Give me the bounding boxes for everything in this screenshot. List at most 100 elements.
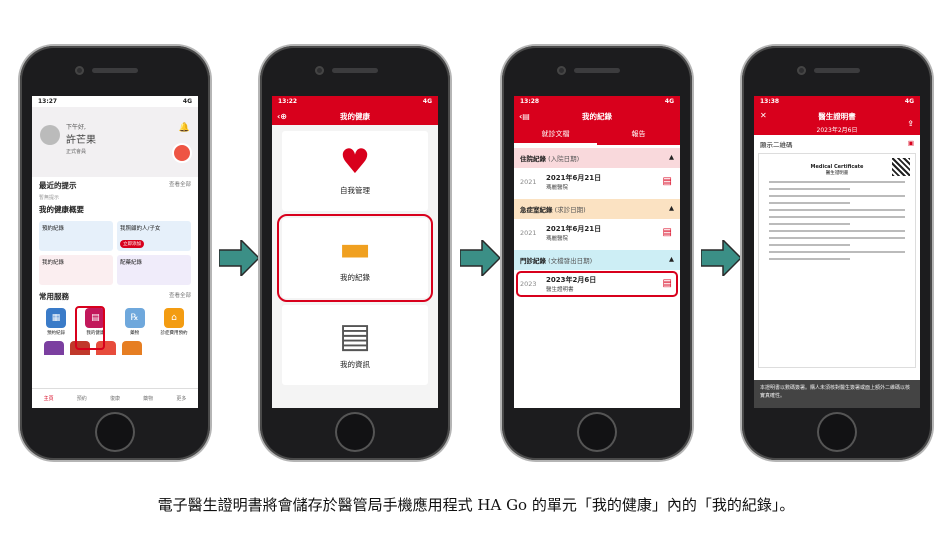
group-emergency: 急症室紀錄 (求診日期) ▲ 2021 2021年6月21日瑪麗醫院 ▤ — [514, 199, 680, 247]
doctor-avatar-icon[interactable] — [172, 143, 192, 163]
text-line — [769, 244, 851, 246]
card-my-records[interactable]: ▬ 我的紀錄 — [277, 214, 433, 302]
caption: 電子醫生證明書將會儲存於醫管局手機應用程式 HA Go 的單元「我的健康」內的「… — [157, 496, 795, 514]
list-item[interactable]: 2021 2021年6月21日瑪麗醫院 ▤ — [514, 168, 680, 196]
qr-code-icon[interactable]: ▣ — [907, 139, 914, 147]
list-item[interactable]: 2023 2023年2月6日醫生證明書 ▤ — [514, 270, 680, 298]
tab-rehab[interactable]: 復康 — [109, 396, 120, 402]
recent-title: 最近的提示 — [39, 181, 77, 190]
close-icon[interactable]: ✕ — [760, 111, 767, 120]
health-cards: 預約紀錄 我照顧的人/子女立即添加 我的紀錄 配藥紀錄 — [32, 218, 198, 288]
record-tabs: 就診文檔 報告 — [514, 125, 680, 145]
card-self-management[interactable]: ♥ 自我管理 — [282, 131, 428, 211]
home-screen: 13:27 4G 下午好, 許芒果 正式會員 🔔 最近的提示 查看全部 暫無提示… — [32, 96, 198, 408]
bell-icon[interactable]: 🔔 — [178, 123, 190, 133]
status-signal: 4G — [664, 98, 674, 105]
services-more-link[interactable]: 查看全部 — [168, 293, 191, 299]
greeting: 下午好, — [66, 124, 86, 131]
collapse-icon[interactable]: ▲ — [669, 255, 674, 263]
recent-empty: 暫無提示 — [39, 195, 60, 201]
card-label: 我的資訊 — [340, 360, 370, 369]
record-date: 2023年2月6日 — [546, 276, 597, 284]
phone-camera — [315, 66, 324, 75]
page-subtitle: 2023年2月6日 — [816, 127, 858, 134]
avatar[interactable] — [40, 125, 60, 145]
collapse-icon[interactable]: ▲ — [669, 204, 674, 212]
tab-reports[interactable]: 報告 — [631, 130, 646, 138]
phone-speaker — [814, 68, 860, 73]
back-icon[interactable]: ‹⊕ — [277, 111, 287, 121]
card-label: 預約紀錄 — [42, 226, 65, 232]
tab-appointments[interactable]: 預約 — [76, 396, 87, 402]
card-my-records[interactable]: 我的紀錄 — [39, 255, 113, 285]
nav-header: ‹⊕ 我的健康 — [272, 107, 438, 125]
service-label: 預約紀錄 — [47, 331, 65, 336]
record-date: 2021年6月21日 — [546, 174, 602, 182]
nav-header: ✕ 醫生證明書 2023年2月6日 ⇪ — [754, 107, 920, 135]
phone-camera — [557, 66, 566, 75]
recent-more-link[interactable]: 查看全部 — [168, 182, 191, 188]
service-icon-partial[interactable] — [96, 341, 116, 355]
add-badge[interactable]: 立即添加 — [120, 240, 144, 248]
tab-home[interactable]: 主頁 — [43, 396, 54, 402]
text-line — [769, 195, 905, 197]
home-button — [337, 414, 373, 450]
arrow-right-icon — [219, 240, 259, 276]
service-appointments[interactable]: ▦預約紀錄 — [39, 308, 73, 336]
record-type: 醫生證明書 — [546, 287, 574, 293]
page-title: 我的紀錄 — [582, 111, 612, 121]
status-signal: 4G — [182, 98, 192, 105]
user-name: 許芒果 — [66, 135, 96, 146]
status-time: 13:38 — [760, 98, 780, 105]
tab-medication[interactable]: 藥物 — [143, 396, 154, 402]
record-year: 2023 — [520, 280, 537, 288]
service-medication[interactable]: ℞藥物 — [118, 308, 152, 336]
record-hospital: 瑪麗醫院 — [546, 185, 569, 191]
document-icon: ▤ — [662, 227, 672, 238]
status-bar: 13:38 4G — [754, 96, 920, 107]
arrow-right-icon — [701, 240, 741, 276]
my-health-screen: 13:22 4G ‹⊕ 我的健康 ♥ 自我管理 ▬ 我的紀錄 ▤ 我的資訊 — [272, 96, 438, 408]
services-section-header: 常用服務 查看全部 — [32, 288, 198, 305]
service-icon-partial[interactable] — [44, 341, 64, 355]
service-my-health[interactable]: ▤我的健康 — [78, 308, 112, 336]
service-icon-partial[interactable] — [122, 341, 142, 355]
group-header[interactable]: 門診紀錄 (文檔發出日期) ▲ — [514, 250, 680, 270]
group-header[interactable]: 住院紀錄 (入院日期) ▲ — [514, 148, 680, 168]
phone-speaker — [332, 68, 378, 73]
page-title: 我的健康 — [340, 111, 370, 121]
cert-title-zh: 醫生證明書 — [825, 171, 849, 176]
health-title: 我的健康概要 — [39, 205, 84, 214]
group-tag: (文檔發出日期) — [548, 257, 593, 265]
tab-visit-documents[interactable]: 就診文檔 — [514, 125, 597, 145]
text-line — [769, 237, 905, 239]
profile-header: 下午好, 許芒果 正式會員 🔔 — [32, 107, 198, 177]
record-year: 2021 — [520, 178, 537, 186]
status-signal: 4G — [904, 98, 914, 105]
phone-speaker — [92, 68, 138, 73]
back-icon[interactable]: ‹▤ — [519, 111, 530, 121]
group-name: 門診紀錄 — [520, 257, 546, 265]
certificate-document: Medical Certificate 醫生證明書 — [758, 153, 916, 368]
phone-3: 13:28 4G ‹▤ 我的紀錄 就診文檔 報告 住院紀錄 (入院日期) ▲ 2… — [502, 46, 692, 460]
card-my-info[interactable]: ▤ 我的資訊 — [282, 305, 428, 385]
text-line — [769, 258, 851, 260]
highlight-my-records — [277, 214, 433, 302]
arrow-right-icon — [460, 240, 500, 276]
services-title: 常用服務 — [39, 292, 69, 301]
card-appointments[interactable]: 預約紀錄 — [39, 221, 113, 251]
text-line — [769, 202, 851, 204]
signature-notice: 本證明書以數碼簽署。購人未須核對醫生簽署或面上額外二維碼以核實真確性。 — [754, 380, 920, 408]
list-item[interactable]: 2021 2021年6月21日瑪麗醫院 ▤ — [514, 219, 680, 247]
service-booking[interactable]: ⌂診症費用預約 — [157, 308, 191, 336]
share-icon[interactable]: ⇪ — [907, 119, 914, 128]
card-dependents[interactable]: 我照顧的人/子女立即添加 — [117, 221, 191, 251]
collapse-icon[interactable]: ▲ — [669, 153, 674, 161]
card-medication[interactable]: 配藥紀錄 — [117, 255, 191, 285]
qr-label: 顯示二維碼 — [760, 141, 793, 149]
group-header[interactable]: 急症室紀錄 (求診日期) ▲ — [514, 199, 680, 219]
tab-more[interactable]: 更多 — [176, 396, 187, 402]
record-date: 2021年6月21日 — [546, 225, 602, 233]
service-label: 我的健康 — [86, 331, 105, 336]
status-bar: 13:27 4G — [32, 96, 198, 107]
